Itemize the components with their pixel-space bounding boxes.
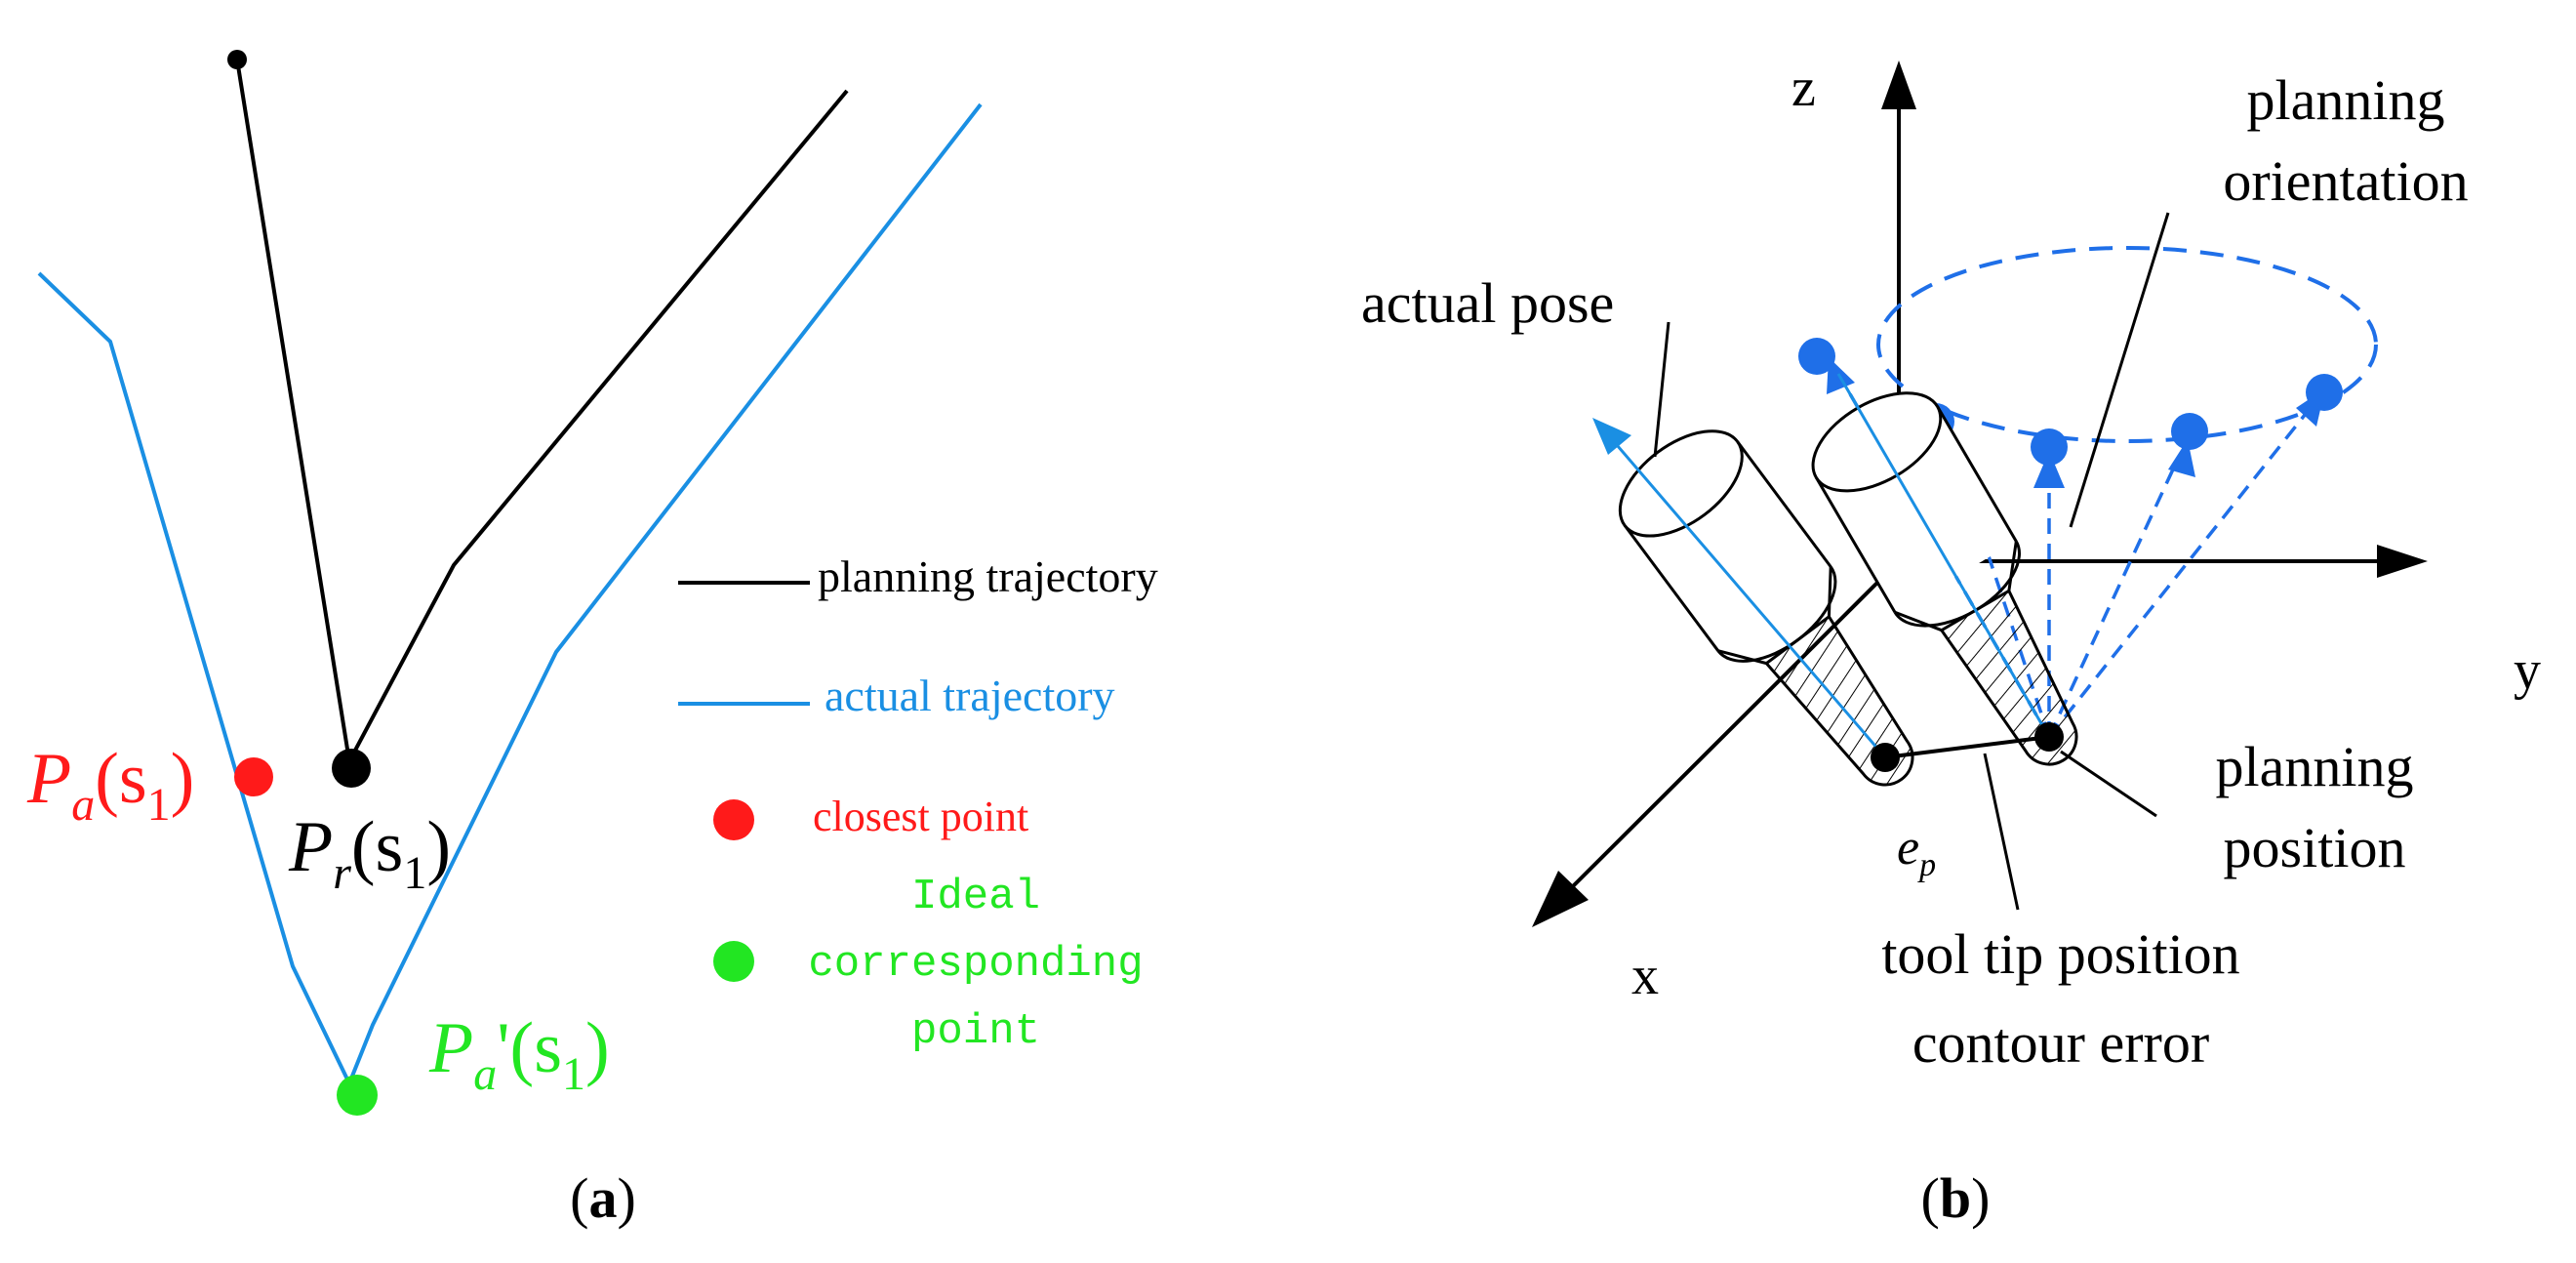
legend-closest-swatch (713, 799, 754, 840)
panel-a: Pa(s1) Pr(s1) Pa'(s1) planning trajector… (26, 50, 1158, 1230)
label-pa-prime-s1: Pa'(s1) (428, 1008, 610, 1100)
legend: planning trajectory actual trajectory cl… (678, 551, 1158, 1056)
ep-label: ep (1897, 820, 1936, 883)
contour-error-segment (1884, 735, 2050, 759)
axis-z-label: z (1791, 58, 1816, 118)
orientation-cone-ellipse (1876, 246, 2378, 443)
ideal-point-marker (337, 1075, 378, 1116)
actual-tool-tip-point (1871, 743, 1900, 772)
actual-pose-arrowhead (1592, 418, 1631, 455)
leader-contour-error (1983, 753, 2020, 911)
planning-position-label-1: planning (2216, 735, 2414, 798)
y-axis-arrowhead (2377, 545, 2428, 578)
planning-point-marker (332, 749, 371, 788)
planning-start-point (227, 50, 247, 69)
x-axis-arrowhead (1532, 871, 1589, 927)
axis-x-label: x (1631, 946, 1659, 1006)
planning-trajectory-line (235, 59, 849, 768)
contour-error-label-1: tool tip position (1881, 922, 2239, 986)
legend-closest-label: closest point (813, 793, 1028, 840)
actual-pose-arrow (1603, 430, 1887, 758)
legend-ideal-line3: point (911, 1007, 1040, 1056)
legend-ideal-line1: Ideal (911, 873, 1040, 921)
axis-y-label: y (2514, 640, 2541, 701)
closest-point-marker (234, 757, 273, 796)
leader-planning-position (2060, 750, 2157, 818)
leader-actual-pose (1653, 321, 1670, 458)
planning-position-label-2: position (2224, 816, 2406, 879)
planning-position-point (2034, 722, 2064, 752)
actual-pose-label: actual pose (1361, 271, 1614, 335)
z-axis-arrowhead (1881, 61, 1916, 109)
planning-orientation-label-2: orientation (2223, 149, 2468, 213)
x-axis (1559, 559, 1901, 900)
caption-b: (b) (1921, 1166, 1991, 1230)
legend-ideal-line2: corresponding (808, 940, 1143, 989)
caption-a: (a) (570, 1166, 636, 1230)
legend-planning-label: planning trajectory (818, 551, 1158, 601)
legend-actual-label: actual trajectory (825, 671, 1115, 720)
panel-b: z y x (1361, 58, 2541, 1230)
label-pa-s1: Pa(s1) (26, 739, 194, 831)
planning-tool-axis (1836, 373, 2051, 738)
planning-orientation-label-1: planning (2247, 68, 2445, 132)
label-pr-s1: Pr(s1) (288, 807, 451, 899)
actual-pose-tool (1618, 429, 1914, 787)
legend-ideal-swatch (713, 941, 754, 982)
contour-error-label-2: contour error (1912, 1011, 2209, 1075)
leader-planning-orientation (2069, 212, 2170, 528)
